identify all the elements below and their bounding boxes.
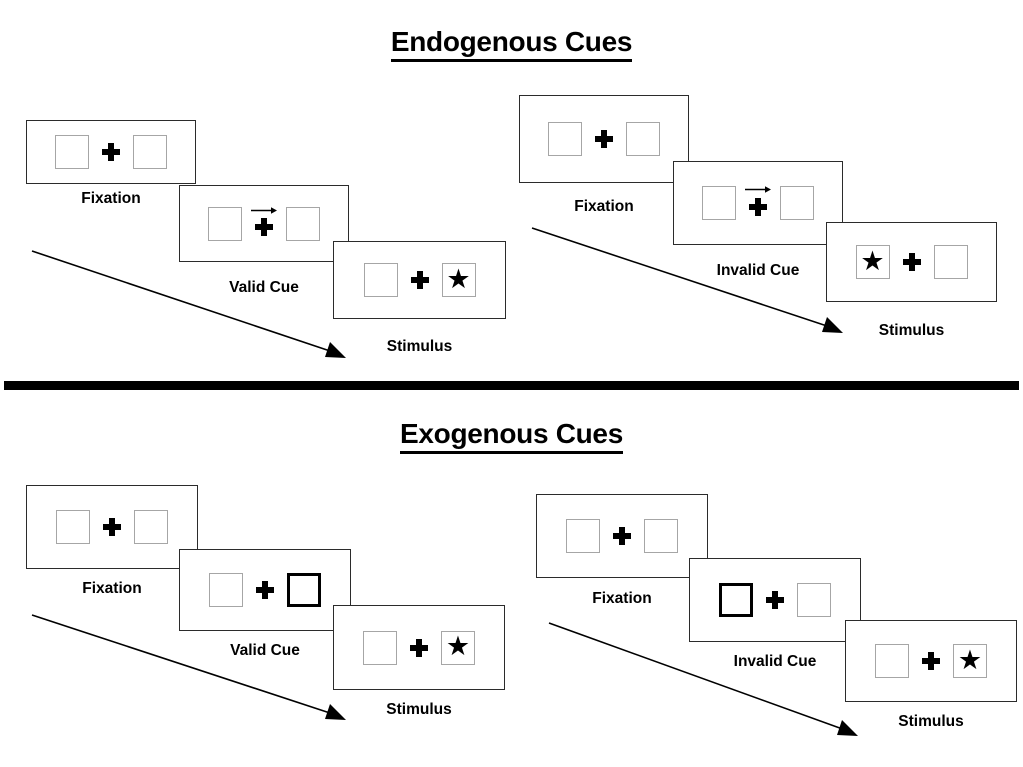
time-flow-arrow-endogenous-valid (31, 250, 346, 358)
caption-endogenous-invalid-fixation: Fixation (574, 198, 634, 215)
section-title-endogenous-text: Endogenous Cues (390, 26, 632, 62)
fixation-cross-icon (753, 580, 797, 620)
fixation-cross-icon (600, 516, 644, 556)
exogenous-cue-box-left (719, 583, 753, 617)
frame-content (180, 186, 348, 261)
frame-endogenous-invalid-fixation[interactable] (519, 95, 689, 183)
fixation-cross-icon (890, 242, 934, 282)
caption-exogenous-valid-stimulus: Stimulus (386, 701, 452, 718)
frame-endogenous-invalid-stimulus[interactable]: ★ (826, 222, 997, 302)
frame-exogenous-valid-fixation[interactable] (26, 485, 198, 569)
right-arrow-cue-icon (251, 206, 277, 214)
placeholder-box-right (626, 122, 660, 156)
placeholder-box-right (133, 135, 167, 169)
placeholder-box-right (780, 186, 814, 220)
frame-content (520, 96, 688, 182)
caption-exogenous-valid-cue: Valid Cue (230, 642, 300, 659)
frame-content (27, 121, 195, 183)
frame-exogenous-invalid-cue[interactable] (689, 558, 861, 642)
fixation-cross-icon (582, 119, 626, 159)
fixation-cross-icon (398, 260, 442, 300)
placeholder-box-left (548, 122, 582, 156)
section-divider (4, 381, 1019, 390)
caption-endogenous-valid-fixation: Fixation (81, 190, 141, 207)
frame-exogenous-valid-stimulus[interactable]: ★ (333, 605, 505, 690)
time-flow-arrow-exogenous-valid (31, 614, 346, 720)
star-target-icon: ★ (446, 263, 471, 294)
placeholder-box-right (797, 583, 831, 617)
caption-exogenous-invalid-cue: Invalid Cue (733, 653, 817, 670)
placeholder-box-right (134, 510, 168, 544)
frame-content: ★ (334, 242, 505, 318)
placeholder-box-left (209, 573, 243, 607)
placeholder-box-right (644, 519, 678, 553)
fixation-cross-icon (243, 570, 287, 610)
caption-exogenous-valid-fixation: Fixation (82, 580, 142, 597)
caption-endogenous-invalid-stimulus: Stimulus (878, 322, 945, 339)
star-target-icon: ★ (445, 631, 471, 661)
caption-endogenous-invalid-cue: Invalid Cue (716, 262, 800, 279)
frame-content (690, 559, 860, 641)
placeholder-box-left (363, 263, 398, 297)
caption-exogenous-invalid-fixation: Fixation (592, 590, 652, 607)
frame-exogenous-valid-cue[interactable] (179, 549, 351, 631)
star-target-icon: ★ (860, 245, 885, 276)
frame-content: ★ (846, 621, 1016, 701)
right-arrow-cue-icon (745, 186, 771, 193)
placeholder-box-left (56, 510, 90, 544)
section-title-exogenous: Exogenous Cues (0, 418, 1023, 454)
frame-exogenous-invalid-stimulus[interactable]: ★ (845, 620, 1017, 702)
frame-content (27, 486, 197, 568)
placeholder-box-right-with-target: ★ (441, 263, 476, 297)
fixation-cross-icon (397, 628, 441, 668)
frame-endogenous-invalid-cue[interactable] (673, 161, 843, 245)
placeholder-box-left (55, 135, 89, 169)
frame-content (180, 550, 350, 630)
frame-exogenous-invalid-fixation[interactable] (536, 494, 708, 578)
fixation-cross-icon (909, 641, 953, 681)
star-target-icon: ★ (957, 644, 983, 675)
frame-endogenous-valid-stimulus[interactable]: ★ (333, 241, 506, 319)
frame-content (537, 495, 707, 577)
frame-endogenous-valid-cue[interactable] (179, 185, 349, 262)
fixation-cross-icon (90, 507, 134, 547)
frame-content (674, 162, 842, 244)
exogenous-cue-box-right (287, 573, 321, 607)
placeholder-box-left-with-target: ★ (855, 245, 890, 279)
placeholder-box-left (208, 206, 242, 241)
time-flow-arrow-endogenous-invalid (531, 227, 843, 333)
placeholder-box-left (702, 186, 736, 220)
placeholder-box-left (566, 519, 600, 553)
frame-content: ★ (334, 606, 504, 689)
frame-content: ★ (827, 223, 996, 301)
caption-endogenous-valid-stimulus: Stimulus (386, 338, 453, 355)
placeholder-box-left (363, 630, 397, 665)
placeholder-box-right (286, 206, 320, 241)
placeholder-box-right-with-target: ★ (441, 630, 475, 665)
fixation-cross-icon (89, 132, 133, 172)
placeholder-box-right-with-target: ★ (953, 644, 987, 678)
placeholder-box-left (875, 644, 909, 678)
placeholder-box-right (933, 245, 968, 279)
caption-exogenous-invalid-stimulus: Stimulus (898, 713, 964, 730)
caption-endogenous-valid-cue: Valid Cue (229, 279, 299, 296)
fixation-cross-icon (736, 183, 780, 223)
section-title-endogenous: Endogenous Cues (0, 26, 1023, 62)
section-title-exogenous-text: Exogenous Cues (400, 418, 623, 454)
fixation-cross-icon (242, 204, 286, 244)
time-flow-arrow-exogenous-invalid (548, 622, 858, 736)
frame-endogenous-valid-fixation[interactable] (26, 120, 196, 184)
